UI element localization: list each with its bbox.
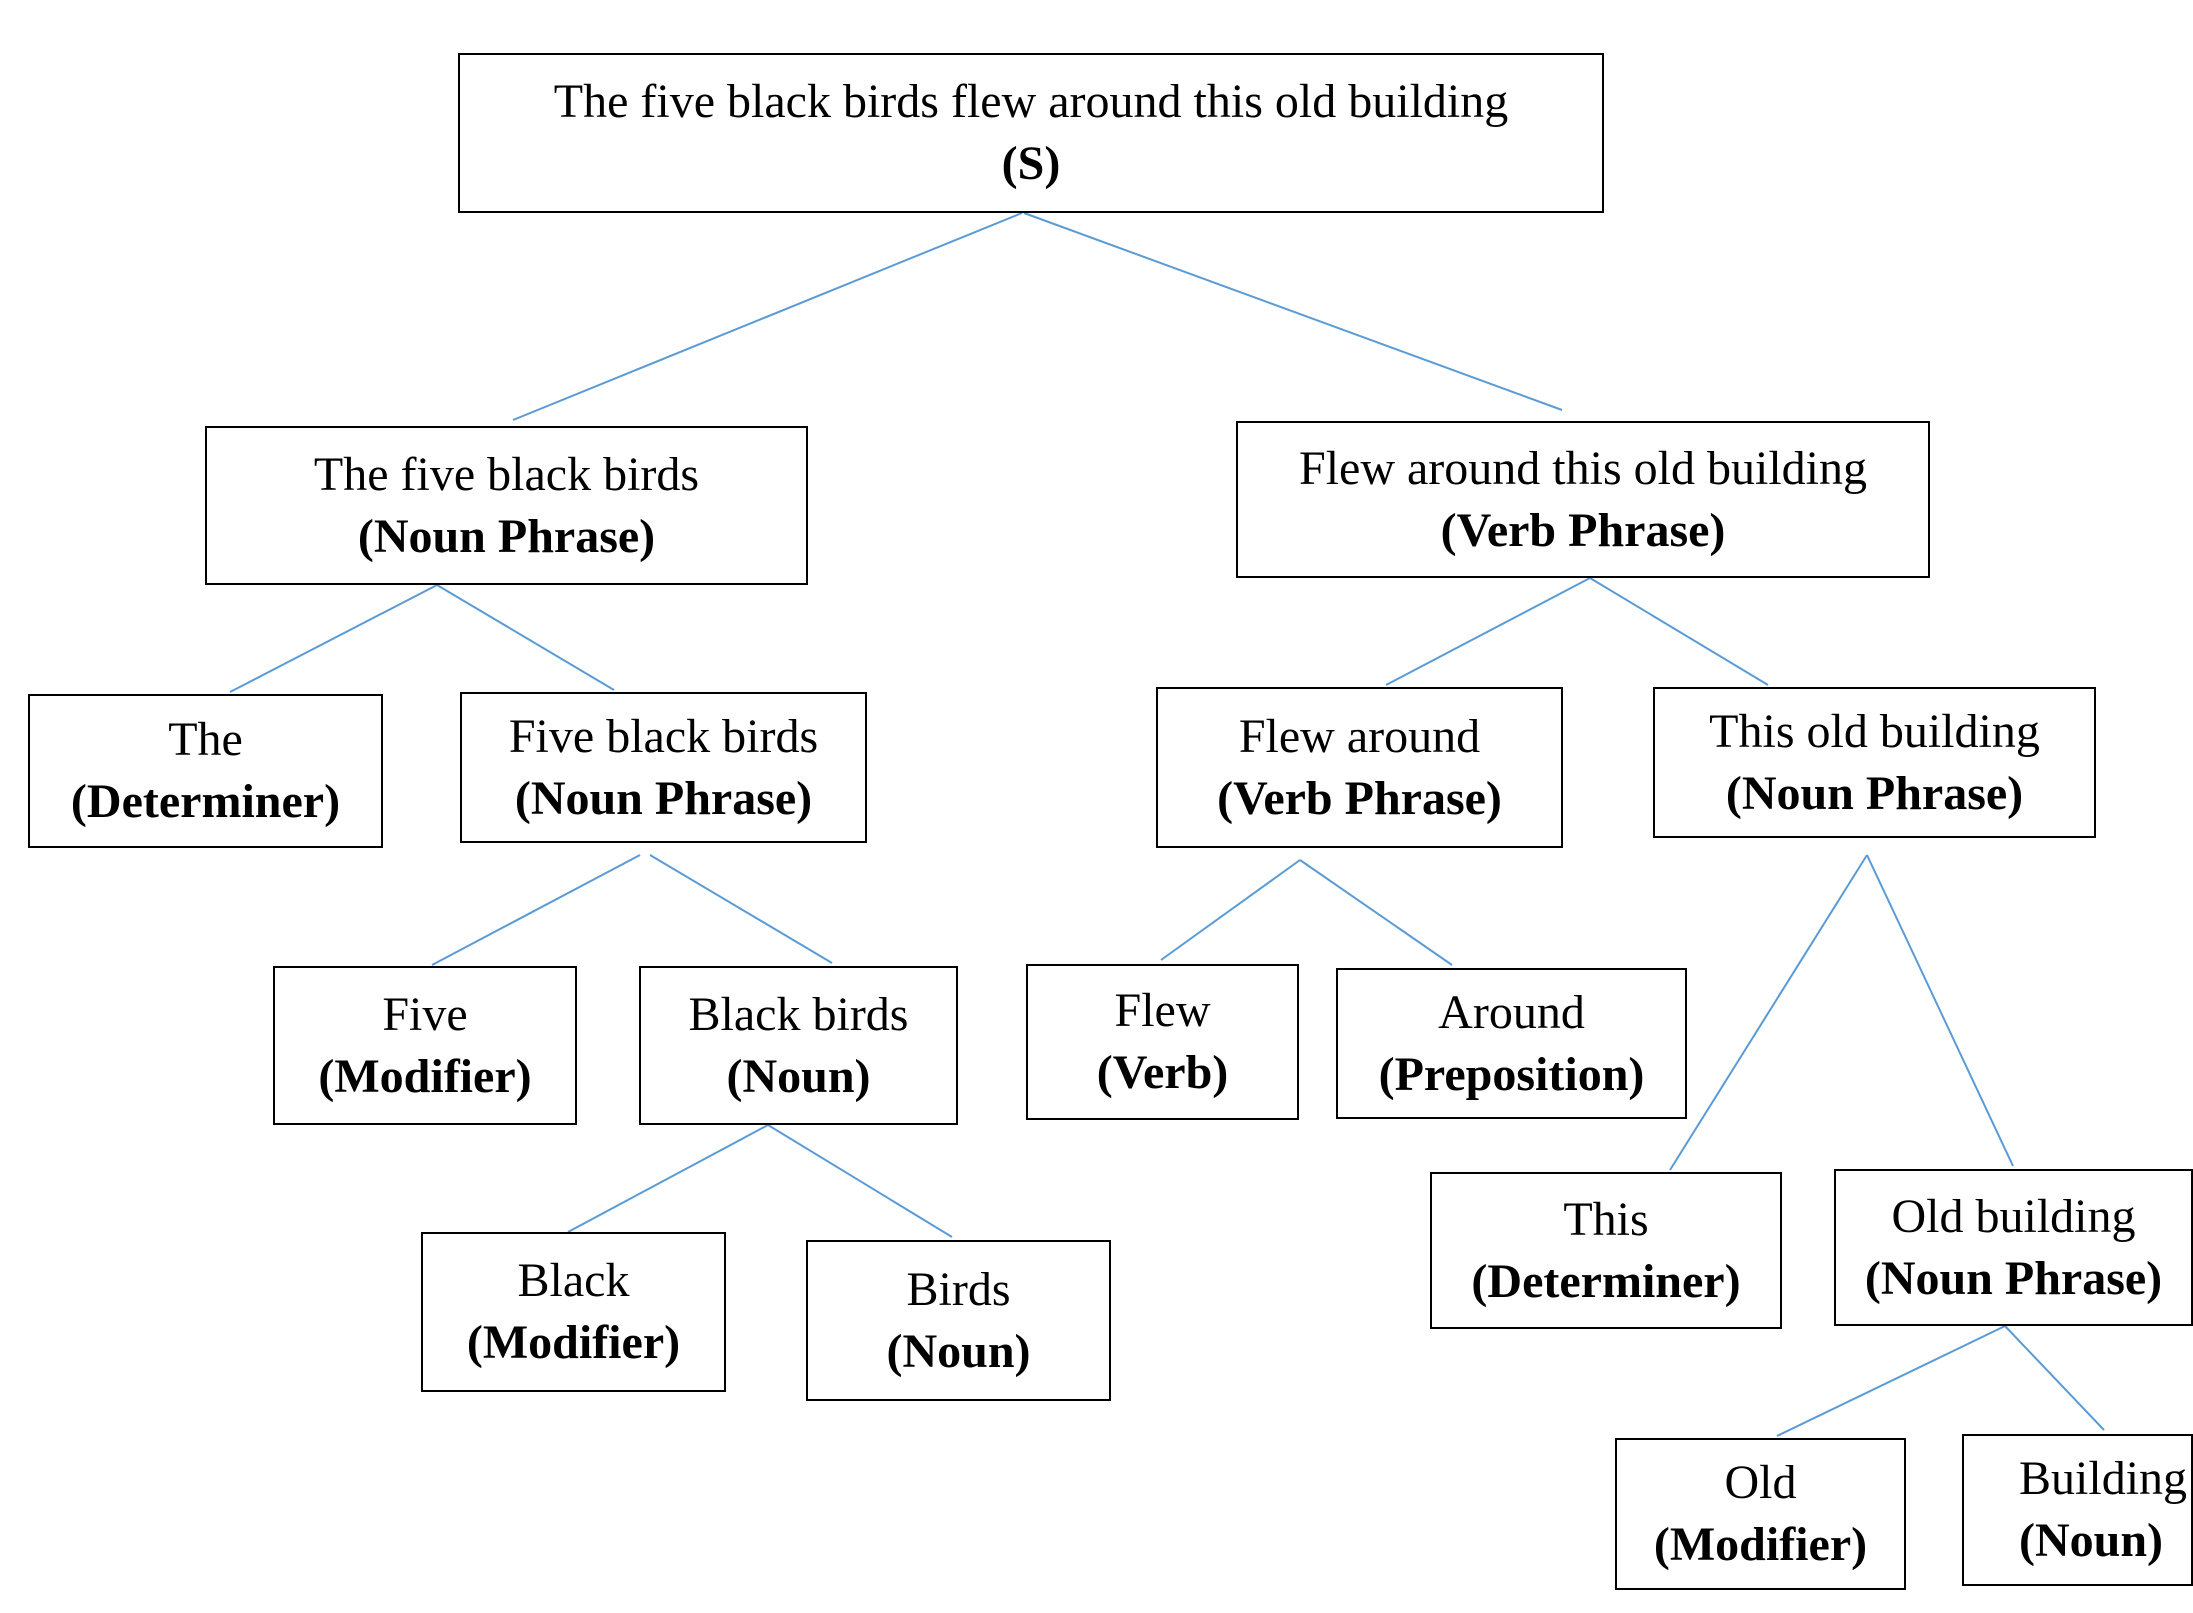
connector-s-to-vp1 (1023, 212, 1563, 411)
node-label: (Preposition) (1378, 1047, 1645, 1101)
node-verb-phrase-flew-around-this-old-building: Flew around this old building (Verb Phra… (1236, 421, 1930, 578)
node-label: (Noun Phrase) (1864, 1251, 2163, 1305)
node-label: (Modifier) (466, 1316, 681, 1369)
node-label: (Verb Phrase) (1217, 771, 1502, 825)
node-text: Black (517, 1254, 630, 1307)
node-text: Building (2019, 1452, 2188, 1505)
node-text: Flew around (1238, 709, 1481, 763)
node-text: The (168, 713, 243, 766)
node-label: (Determiner) (70, 775, 341, 828)
node-noun-black-birds: Black birds (Noun) (639, 966, 958, 1125)
node-text: Flew (1114, 984, 1211, 1037)
node-determiner-this: This (Determiner) (1430, 1172, 1782, 1329)
node-verb-phrase-flew-around: Flew around (Verb Phrase) (1156, 687, 1563, 848)
node-text: Five (382, 987, 468, 1041)
node-label: (Modifier) (1653, 1518, 1868, 1571)
node-label: (Verb Phrase) (1440, 503, 1726, 557)
node-label: (Noun Phrase) (357, 509, 656, 563)
node-label: (Determiner) (1471, 1254, 1741, 1308)
connector-vp2-to-flew (1160, 859, 1301, 961)
node-sentence-label: (S) (1001, 137, 1061, 190)
node-sentence-text: The five black birds flew around this ol… (553, 75, 1509, 128)
connector-blackbirds-to-birds (767, 1124, 953, 1238)
node-text: This old building (1709, 704, 2040, 758)
connector-np1-to-np2 (436, 584, 615, 691)
node-text: This (1563, 1192, 1649, 1246)
node-label: (Modifier) (318, 1049, 532, 1103)
node-text: Five black birds (508, 709, 819, 763)
node-verb-flew: Flew (Verb) (1026, 964, 1299, 1120)
connector-np1-to-the (229, 584, 438, 693)
node-noun-phrase-old-building: Old building (Noun Phrase) (1834, 1169, 2193, 1326)
connector-np4-to-building (2004, 1325, 2105, 1431)
connector-np2-to-blackbirds (649, 854, 833, 964)
node-label: (Noun) (2019, 1514, 2164, 1567)
connector-blackbirds-to-black (567, 1124, 769, 1233)
connector-vp1-to-vp2 (1385, 577, 1591, 686)
connector-vp2-to-around (1299, 859, 1453, 966)
connector-np3-to-this (1669, 854, 1868, 1171)
node-noun-phrase-the-five-black-birds: The five black birds (Noun Phrase) (205, 426, 808, 585)
connector-vp1-to-np3 (1589, 577, 1769, 686)
node-text: Around (1438, 985, 1585, 1039)
node-label: (Verb) (1096, 1046, 1229, 1099)
node-modifier-old: Old (Modifier) (1615, 1438, 1906, 1590)
node-text: The five black birds (313, 447, 700, 501)
node-noun-building: Building (Noun) (1962, 1434, 2193, 1586)
node-text: Old (1724, 1456, 1797, 1509)
connector-s-to-np1 (512, 212, 1023, 421)
node-text: Flew around this old building (1299, 441, 1867, 495)
node-noun-birds: Birds (Noun) (806, 1240, 1111, 1401)
node-modifier-five: Five (Modifier) (273, 966, 577, 1125)
node-label: (Noun Phrase) (514, 771, 813, 825)
node-label: (Noun Phrase) (1725, 766, 2024, 820)
node-noun-phrase-this-old-building: This old building (Noun Phrase) (1653, 687, 2096, 838)
node-text: Black birds (688, 987, 909, 1041)
connector-np2-to-five (431, 854, 641, 966)
node-determiner-the: The (Determiner) (28, 694, 383, 848)
node-sentence: The five black birds flew around this ol… (458, 53, 1604, 213)
node-label: (Noun) (726, 1049, 871, 1103)
node-text: Old building (1891, 1189, 2136, 1243)
node-text: Birds (906, 1262, 1011, 1316)
node-modifier-black: Black (Modifier) (421, 1232, 726, 1392)
node-noun-phrase-five-black-birds: Five black birds (Noun Phrase) (460, 692, 867, 843)
node-preposition-around: Around (Preposition) (1336, 968, 1687, 1119)
connector-np3-to-np4 (1866, 854, 2014, 1167)
node-label: (Noun) (886, 1324, 1031, 1378)
connector-np4-to-old (1776, 1325, 2006, 1437)
